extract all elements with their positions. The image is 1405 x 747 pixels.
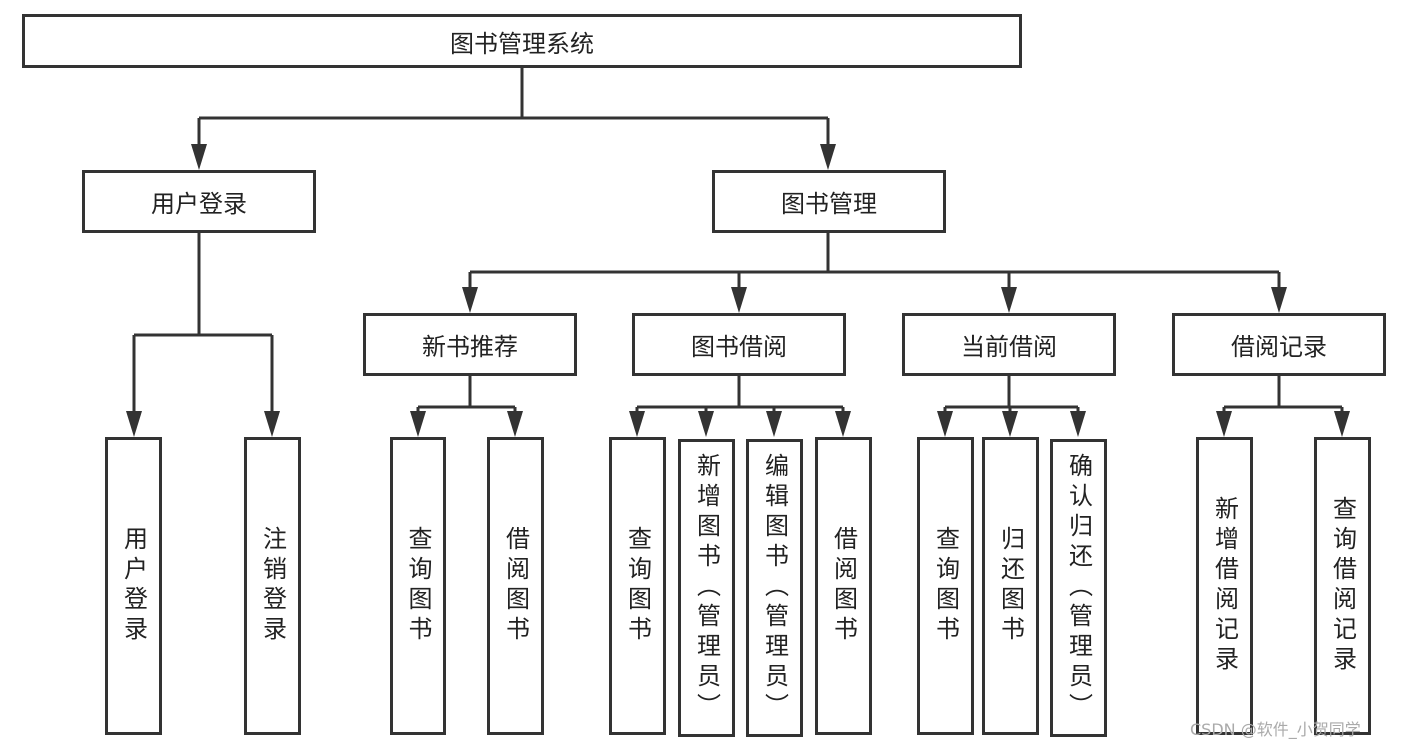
leaf-current-return: 归还图书 — [982, 437, 1039, 735]
arrow-head — [1271, 287, 1287, 313]
arrow-head — [937, 411, 953, 437]
arrow-head — [820, 144, 836, 170]
leaf-logout: 注销登录 — [244, 437, 301, 735]
node-current: 当前借阅 — [902, 313, 1116, 376]
arrow-head — [191, 144, 207, 170]
node-label: 归还图书 — [996, 526, 1025, 646]
node-label: 查询借阅记录 — [1328, 496, 1357, 676]
arrow-head — [1334, 411, 1350, 437]
leaf-borrow-edit: 编辑图书（管理员） — [746, 439, 803, 737]
leaf-records-add: 新增借阅记录 — [1196, 437, 1253, 735]
leaf-borrow-add: 新增图书（管理员） — [678, 439, 735, 737]
arrow-head — [264, 411, 280, 437]
node-label: 图书管理 — [781, 190, 877, 218]
arrow-head — [1001, 287, 1017, 313]
node-label: 新增图书（管理员） — [692, 453, 721, 723]
arrow-head — [835, 411, 851, 437]
leaf-current-query: 查询图书 — [917, 437, 974, 735]
leaf-records-query: 查询借阅记录 — [1314, 437, 1371, 735]
node-label: 编辑图书（管理员） — [760, 453, 789, 723]
node-label: 借阅图书 — [501, 526, 530, 646]
node-book-manage: 图书管理 — [712, 170, 946, 233]
arrow-head — [410, 411, 426, 437]
node-label: 确认归还（管理员） — [1064, 453, 1093, 723]
arrow-head — [462, 287, 478, 313]
node-label: 用户登录 — [151, 190, 247, 218]
node-label: 当前借阅 — [961, 333, 1057, 361]
arrow-head — [766, 411, 782, 437]
node-label: 图书管理系统 — [450, 29, 594, 58]
node-label: 查询图书 — [931, 526, 960, 646]
arrow-head — [1070, 411, 1086, 437]
node-new-books: 新书推荐 — [363, 313, 577, 376]
node-label: 注销登录 — [258, 526, 287, 646]
node-records: 借阅记录 — [1172, 313, 1386, 376]
arrow-head — [126, 411, 142, 437]
node-label: 新增借阅记录 — [1210, 496, 1239, 676]
arrow-head — [731, 287, 747, 313]
leaf-new-query: 查询图书 — [390, 437, 446, 735]
arrow-head — [507, 411, 523, 437]
arrow-head — [629, 411, 645, 437]
node-label: 借阅图书 — [829, 526, 858, 646]
node-label: 图书借阅 — [691, 333, 787, 361]
arrow-head — [698, 411, 714, 437]
node-label: 查询图书 — [623, 526, 652, 646]
arrow-head — [1216, 411, 1232, 437]
node-label: 借阅记录 — [1231, 333, 1327, 361]
node-label: 新书推荐 — [422, 333, 518, 361]
leaf-current-confirm: 确认归还（管理员） — [1050, 439, 1107, 737]
leaf-borrow-query: 查询图书 — [609, 437, 666, 735]
watermark: CSDN @软件_小贺同学 — [1190, 720, 1361, 739]
root-node: 图书管理系统 — [22, 14, 1022, 68]
leaf-new-borrow: 借阅图书 — [487, 437, 544, 735]
node-borrow: 图书借阅 — [632, 313, 846, 376]
leaf-user-login: 用户登录 — [105, 437, 162, 735]
node-label: 查询图书 — [404, 526, 432, 646]
node-label: 用户登录 — [119, 526, 148, 646]
arrow-head — [1002, 411, 1018, 437]
leaf-borrow-borrow: 借阅图书 — [815, 437, 872, 735]
node-user-login: 用户登录 — [82, 170, 316, 233]
